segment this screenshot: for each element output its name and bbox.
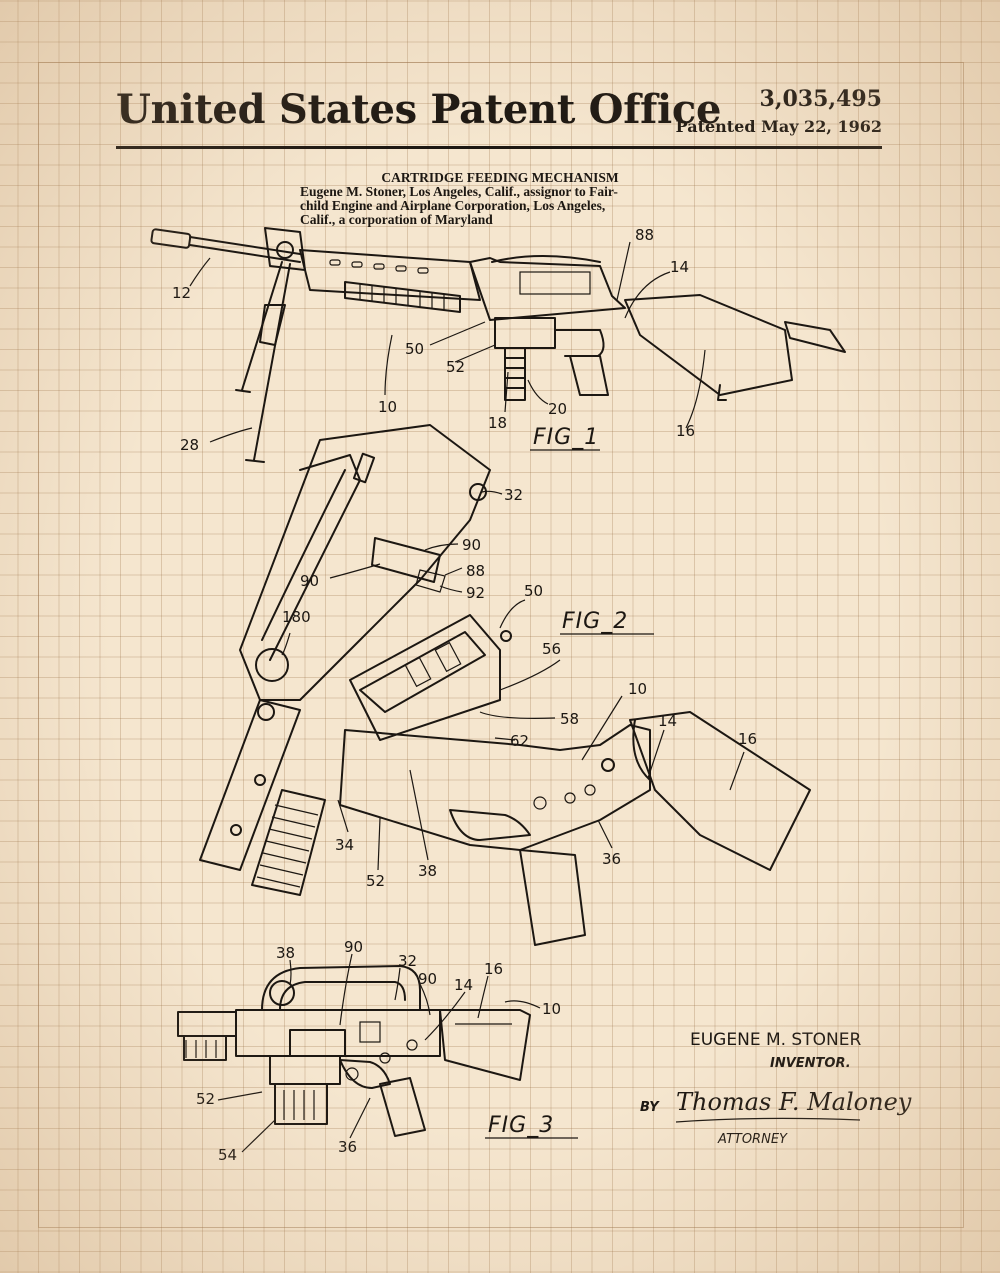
fig2-labels: 32 90 90 88 92 50 180 56 10 58 14 16 62 … (282, 486, 757, 890)
fig2-label: 36 (602, 850, 621, 868)
fig1-label: 50 (405, 340, 424, 358)
fig2-label: 52 (366, 872, 385, 890)
fig1-label: 12 (172, 284, 191, 302)
fig1-label: 10 (378, 398, 397, 416)
signature-underline (675, 1117, 861, 1123)
patent-number: 3,035,495 (759, 86, 882, 112)
fig2-label: 58 (560, 710, 579, 728)
fig2-label: 62 (510, 732, 529, 750)
fig3-label: 16 (484, 960, 503, 978)
fig2-label: 92 (466, 584, 485, 602)
abstract-line: child Engine and Airplane Corporation, L… (300, 198, 606, 213)
mechanism-title: CARTRIDGE FEEDING MECHANISM (381, 170, 619, 185)
abstract-line: Eugene M. Stoner, Los Angeles, Calif., a… (300, 184, 618, 199)
fig2-drawing: 32 90 90 88 92 50 180 56 10 58 14 16 62 … (199, 424, 811, 946)
fig3-labels: 38 90 32 90 14 16 10 52 54 36 (196, 938, 561, 1164)
fig1-label: 88 (635, 226, 654, 244)
fig2-label: 32 (504, 486, 523, 504)
fig1-label: 18 (488, 414, 507, 432)
fig3-label: 32 (398, 952, 417, 970)
fig1-label: 28 (180, 436, 199, 454)
inventor-role: INVENTOR. (770, 1056, 851, 1071)
fig3-label: 52 (196, 1090, 215, 1108)
fig1-label: 14 (670, 258, 689, 276)
fig2-label: 14 (658, 712, 677, 730)
fig2-label: 16 (738, 730, 757, 748)
fig1-label: 16 (676, 422, 695, 440)
fig1-label: 20 (548, 400, 567, 418)
abstract-line: Calif., a corporation of Maryland (300, 212, 493, 227)
by-label: BY (640, 1100, 659, 1115)
abstract-block: CARTRIDGE FEEDING MECHANISM Eugene M. St… (300, 171, 700, 227)
fig1-label: 52 (446, 358, 465, 376)
fig2-label: 38 (418, 862, 437, 880)
fig2-label: 90 (300, 572, 319, 590)
attorney-role: ATTORNEY (718, 1132, 787, 1147)
fig3-drawing: 38 90 32 90 14 16 10 52 54 36 FIG_3 (177, 938, 578, 1164)
fig3-label: 38 (276, 944, 295, 962)
patent-date: Patented May 22, 1962 (675, 117, 882, 136)
fig3-label: 14 (454, 976, 473, 994)
header-rule (116, 146, 882, 149)
fig3-label: 90 (344, 938, 363, 956)
fig2-label: 90 (462, 536, 481, 554)
fig2-caption: FIG_2 (562, 609, 628, 634)
fig1-drawing: 12 88 14 50 52 10 28 18 20 16 FIG_1 (150, 226, 846, 463)
fig3-label: 36 (338, 1138, 357, 1156)
inventor-name: EUGENE M. STONER (690, 1030, 862, 1050)
fig1-caption: FIG_1 (533, 425, 599, 450)
fig3-label: 54 (218, 1146, 237, 1164)
fig3-caption: FIG_3 (488, 1113, 554, 1138)
fig2-label: 56 (542, 640, 561, 658)
fig2-label: 50 (524, 582, 543, 600)
fig1-labels: 12 88 14 50 52 10 28 18 20 16 (172, 226, 695, 454)
fig2-label: 34 (335, 836, 354, 854)
fig3-label: 10 (542, 1000, 561, 1018)
fig3-label: 90 (418, 970, 437, 988)
attorney-signature: Thomas F. Maloney (676, 1088, 912, 1116)
fig2-label: 88 (466, 562, 485, 580)
office-title: United States Patent Office (116, 86, 722, 133)
fig2-label: 180 (282, 608, 311, 626)
fig2-label: 10 (628, 680, 647, 698)
